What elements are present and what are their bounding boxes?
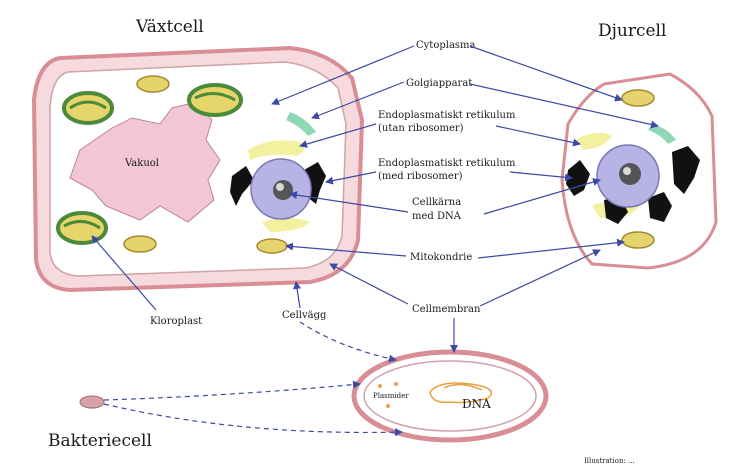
chloroplast [58, 213, 106, 243]
mitochondrion [257, 239, 287, 253]
plasmid [394, 382, 398, 386]
plasmid [378, 384, 382, 388]
cell-wall-label: Cellvägg [282, 310, 327, 321]
arrow [300, 322, 396, 360]
chloroplast [189, 85, 241, 115]
arrow [480, 250, 600, 306]
mitochondrion [124, 236, 156, 252]
nucleolus [273, 180, 293, 200]
nucleus-label-2: med DNA [412, 211, 462, 222]
animal-cell [562, 74, 716, 268]
rough-er-label-2: (med ribosomer) [378, 171, 463, 182]
arrow [296, 282, 300, 308]
arrow [470, 46, 622, 100]
vacuole-label: Vakuol [124, 158, 159, 169]
plasmid [386, 404, 390, 408]
nucleus-label-1: Cellkärna [412, 197, 461, 208]
arrow [104, 384, 360, 400]
mitochondria-label: Mitokondrie [410, 252, 472, 263]
credit-text: Illustration: ... [584, 457, 635, 465]
rough-er-label-1: Endoplasmatiskt retikulum [378, 158, 516, 169]
plant-cell: Vakuol [34, 48, 362, 290]
small-bacterium [80, 396, 104, 408]
mitochondrion [622, 232, 654, 248]
smooth-er-label-2: (utan ribosomer) [378, 123, 464, 134]
arrow [330, 264, 408, 304]
cytoplasm-label: Cytoplasma [416, 40, 476, 51]
chloroplast-label: Kloroplast [150, 316, 202, 327]
bacterial-cell-title: Bakteriecell [48, 431, 152, 451]
plant-cell-title: Växtcell [135, 17, 204, 37]
chloroplast [64, 93, 112, 123]
bacterial-cell: Plasmider DNA [354, 352, 546, 440]
golgi-label: Golgiapparat [406, 78, 472, 89]
mitochondrion [622, 90, 654, 106]
dna-label: DNA [462, 397, 491, 411]
smooth-er-label-1: Endoplasmatiskt retikulum [378, 110, 516, 121]
animal-cell-title: Djurcell [598, 21, 666, 41]
nucleolus [619, 163, 641, 185]
mitochondrion [137, 76, 169, 92]
plasmid-label: Plasmider [373, 392, 409, 400]
cell-membrane-label: Cellmembran [412, 304, 481, 315]
